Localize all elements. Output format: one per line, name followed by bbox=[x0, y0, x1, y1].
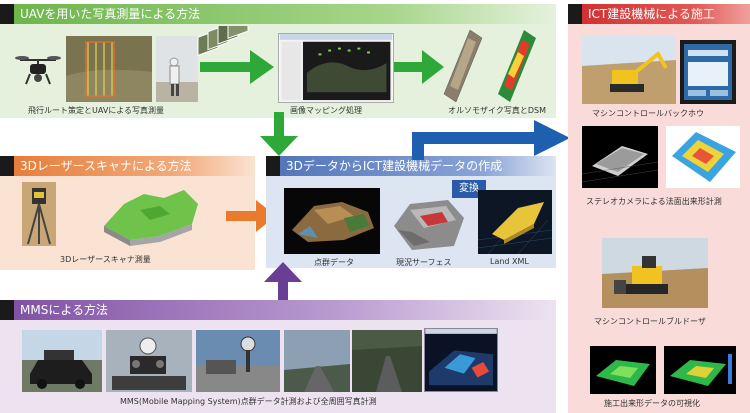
caption-mapping: 画像マッピング処理 bbox=[290, 106, 362, 115]
bulldozer-photo bbox=[602, 238, 708, 308]
mms-header-tab bbox=[0, 300, 14, 320]
stereo-heatmap bbox=[666, 126, 740, 188]
ict-title: ICT建設機械による施工 bbox=[588, 7, 715, 21]
caption-landxml: Land XML bbox=[490, 257, 529, 266]
uav-title: UAVを用いた写真測量による方法 bbox=[20, 7, 201, 21]
mapping-software-screen bbox=[278, 33, 394, 103]
arrow-flight-to-mapping bbox=[200, 50, 274, 84]
laser-header-tab bbox=[0, 156, 14, 176]
drone-image bbox=[14, 52, 62, 86]
caption-stereo: ステレオカメラによる法面出来形計測 bbox=[586, 197, 722, 206]
laser-terrain-model bbox=[100, 180, 200, 248]
laser-header: 3Dレーザースキャナによる方法 bbox=[0, 156, 255, 176]
arrow-mms-to-3ddata bbox=[264, 262, 302, 302]
caption-laser: 3Dレーザースキャナ測量 bbox=[60, 255, 151, 264]
caption-visual: 施工出来形データの可視化 bbox=[604, 399, 700, 408]
mms-equipment-photo bbox=[106, 330, 192, 392]
backhoe-monitor-screen bbox=[680, 40, 736, 104]
visual-map-1 bbox=[590, 346, 656, 394]
caption-ortho: オルソモザイク写真とDSM bbox=[448, 106, 546, 115]
caption-surface: 現況サーフェス bbox=[396, 258, 452, 267]
arrow-mapping-to-ortho bbox=[394, 50, 444, 84]
point-cloud-image bbox=[284, 188, 380, 254]
arrow-3ddata-to-ict bbox=[412, 120, 570, 160]
data3d-title: 3DデータからICT建設機械データの作成 bbox=[286, 159, 503, 173]
laser-title: 3Dレーザースキャナによる方法 bbox=[20, 159, 192, 173]
ict-header-tab bbox=[568, 4, 582, 24]
mms-antenna-photo bbox=[196, 330, 280, 392]
backhoe-photo bbox=[582, 36, 676, 104]
caption-bulldozer: マシンコントロールブルドーザ bbox=[594, 317, 706, 326]
mms-header: MMSによる方法 bbox=[0, 300, 556, 320]
operator-photo bbox=[156, 36, 198, 102]
arrow-uav-to-3ddata bbox=[260, 112, 298, 156]
mms-pointcloud-screen bbox=[424, 328, 498, 392]
flight-route-map bbox=[66, 36, 152, 102]
caption-flight: 飛行ルート策定とUAVによる写真測量 bbox=[28, 106, 165, 115]
mms-road-photo bbox=[284, 330, 350, 392]
ortho-mosaic-image bbox=[440, 28, 484, 104]
arrow-laser-to-3ddata bbox=[226, 200, 276, 232]
data3d-header-tab bbox=[266, 156, 280, 176]
surface-image bbox=[390, 196, 468, 254]
caption-backhoe: マシンコントロールバックホウ bbox=[592, 109, 704, 118]
stereo-camera-model bbox=[582, 126, 658, 188]
uav-header: UAVを用いた写真測量による方法 bbox=[0, 4, 556, 24]
caption-pointcloud: 点群データ bbox=[314, 258, 354, 267]
mms-panorama-photo bbox=[352, 330, 422, 392]
ict-header: ICT建設機械による施工 bbox=[568, 4, 750, 24]
data3d-header: 3DデータからICT建設機械データの作成 bbox=[266, 156, 556, 176]
landxml-image bbox=[478, 190, 552, 254]
mms-title: MMSによる方法 bbox=[20, 303, 108, 317]
laser-scanner-photo bbox=[22, 182, 56, 246]
dsm-image bbox=[492, 28, 538, 104]
convert-label: 変換 bbox=[459, 183, 479, 194]
visual-map-2 bbox=[664, 346, 736, 394]
mms-vehicle-photo bbox=[22, 330, 102, 392]
convert-badge: 変換 bbox=[452, 180, 486, 198]
uav-header-tab bbox=[0, 4, 14, 24]
aerial-photo-stack bbox=[196, 26, 254, 60]
caption-mms: MMS(Mobile Mapping System)点群データ計測および全周囲写… bbox=[120, 397, 377, 406]
